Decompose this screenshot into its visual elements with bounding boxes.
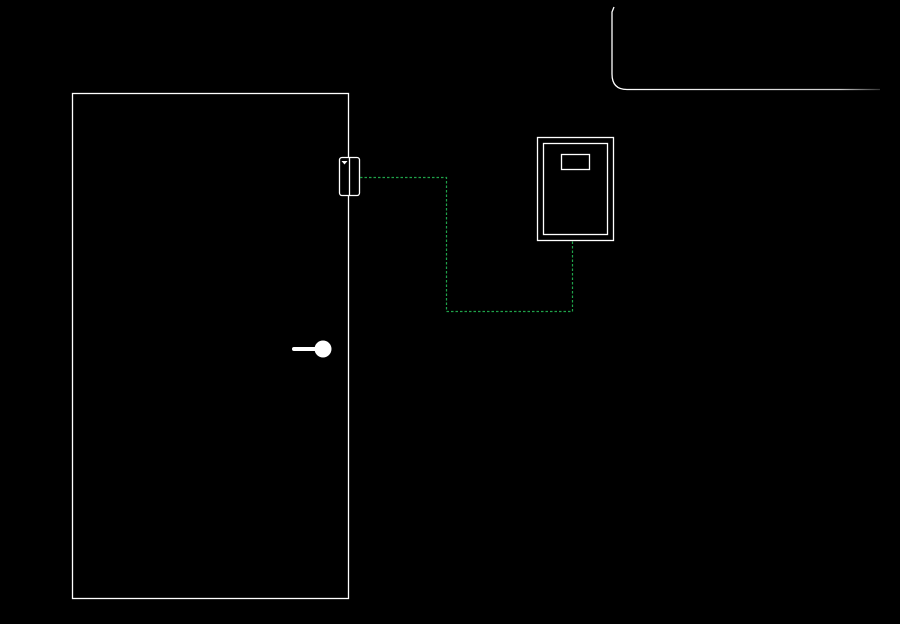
door-icon — [71, 92, 350, 600]
door-frame — [71, 92, 350, 600]
control-panel-icon — [536, 136, 615, 242]
roller-shutter-icon — [611, 6, 880, 608]
sensor-wire — [360, 176, 574, 313]
panel-display — [560, 153, 591, 171]
shutter-slats — [660, 111, 880, 608]
door-sensor-icon — [338, 156, 361, 197]
door-handle-icon — [292, 340, 332, 358]
shutter-housing — [611, 6, 880, 91]
